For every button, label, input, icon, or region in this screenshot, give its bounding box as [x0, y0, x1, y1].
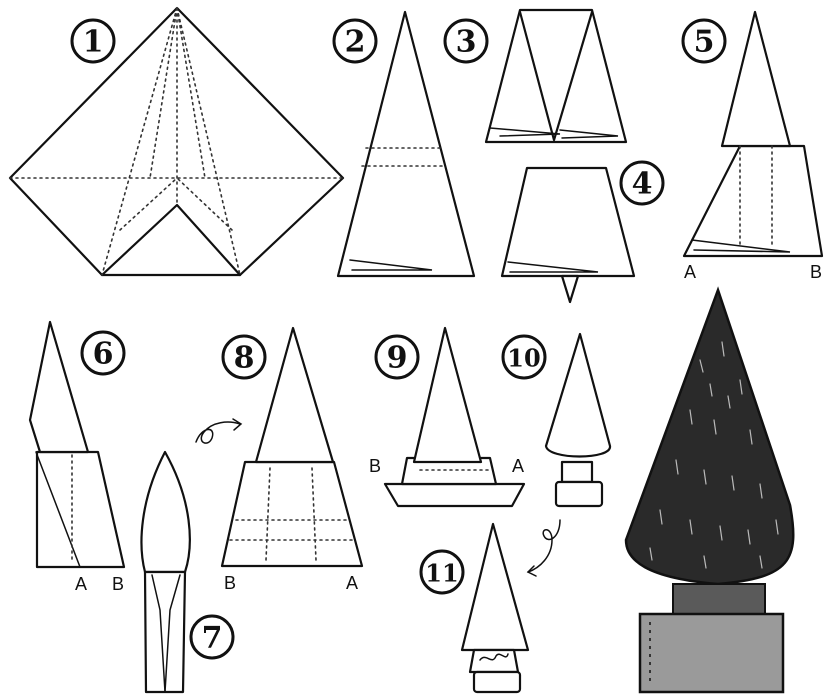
step-6-base [37, 452, 124, 567]
step-5-trapezoid [684, 146, 822, 256]
step-8-label-b: B [224, 573, 236, 593]
step-5-label-b: B [810, 262, 822, 282]
step-6-cone [30, 322, 88, 452]
step-10-figure [546, 334, 610, 506]
step-4-trapezoid [502, 168, 634, 276]
step-5-label-a: A [684, 262, 696, 282]
step-11-number: 11 [421, 551, 463, 593]
step-10-pot [556, 482, 602, 506]
step-7-leaf [142, 452, 190, 572]
step-8-cone [256, 328, 333, 462]
step-10-number-text: 10 [507, 344, 540, 373]
step-9-number: 9 [376, 336, 418, 378]
step-3-number-text: 3 [456, 25, 477, 60]
step-5-number-text: 5 [694, 25, 715, 60]
step-4-number-text: 4 [632, 167, 653, 202]
step-8-trapezoid [222, 462, 362, 566]
step-7-number-text: 7 [202, 621, 223, 656]
step-7-stem [145, 572, 185, 692]
step-1-number: 1 [72, 20, 114, 62]
step-11-trunk [470, 650, 518, 672]
step-9-label-b: B [369, 456, 381, 476]
step-9-cone [414, 328, 481, 462]
step-11-number-text: 11 [425, 559, 458, 588]
step-5-number: 5 [683, 20, 725, 62]
step-3-number: 3 [445, 20, 487, 62]
step-4-number: 4 [621, 162, 663, 204]
finished-tree-foliage [626, 290, 793, 584]
step-3-trapezoid [486, 10, 626, 142]
step-4-figure [502, 168, 634, 302]
curly-arrow-11-icon [528, 520, 560, 572]
step-6-number: 6 [82, 332, 124, 374]
step-2-number-text: 2 [345, 25, 366, 60]
step-8-number: 8 [223, 336, 265, 378]
step-6-number-text: 6 [93, 337, 114, 372]
step-6-label-a: A [75, 574, 87, 594]
step-10-cone [546, 334, 610, 457]
step-10-trunk [562, 462, 592, 482]
step-9-base [385, 484, 524, 506]
step-7-number: 7 [191, 616, 233, 658]
step-10-number: 10 [503, 336, 545, 378]
step-6-label-b: B [112, 574, 124, 594]
step-2-number: 2 [334, 20, 376, 62]
step-5-cone [722, 12, 790, 146]
step-11-pot [474, 672, 520, 692]
curly-arrow-8-head-icon [233, 419, 241, 430]
finished-tree-illustration [626, 290, 793, 692]
curly-arrow-8-icon [196, 422, 240, 443]
step-11-figure [462, 524, 528, 692]
step-1-number-text: 1 [83, 25, 104, 60]
step-8-label-a: A [346, 573, 358, 593]
step-8-number-text: 8 [234, 341, 255, 376]
step-4-arrow-tip [562, 276, 578, 302]
finished-tree-pot [640, 614, 783, 692]
step-9-label-a: A [512, 456, 524, 476]
step-11-cone [462, 524, 528, 650]
step-3-figure [486, 10, 626, 142]
step-9-number-text: 9 [387, 341, 408, 376]
step-7-figure [142, 452, 190, 692]
step-1-figure [10, 8, 343, 275]
finished-tree-trunk [673, 584, 765, 614]
